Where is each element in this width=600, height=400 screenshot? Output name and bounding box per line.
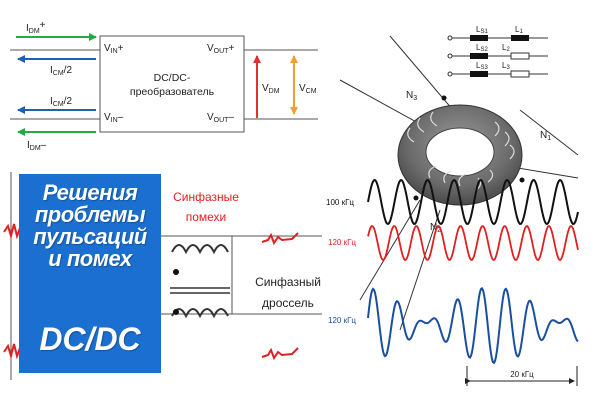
svg-text:L3: L3 bbox=[502, 61, 510, 71]
pointer-line-3 bbox=[519, 109, 579, 156]
toroid-figure: N3 N1 N2 LS1 L1 LS2 L2 bbox=[339, 25, 579, 331]
choke-dot-bottom bbox=[173, 309, 179, 315]
icm-top-label: ICM/2 bbox=[50, 65, 72, 77]
n3-label: N3 bbox=[406, 90, 417, 102]
box-title-line1: DC/DC- bbox=[154, 72, 191, 84]
n2-label: N2 bbox=[430, 222, 441, 234]
legend-row-3: LS3 L3 bbox=[447, 61, 548, 78]
pointer-line-6 bbox=[399, 209, 441, 331]
toroid-hole bbox=[425, 127, 495, 177]
banner-line-2: проблемы bbox=[34, 202, 146, 227]
label-120khz: 120 кГц bbox=[328, 238, 356, 247]
vin-minus-label: VIN– bbox=[104, 112, 124, 124]
converter-schematic: IDM+ ICM/2 ICM/2 IDM– VIN+ VIN– VOUT+ VO… bbox=[10, 20, 318, 152]
vcm-label: VCM bbox=[299, 83, 317, 95]
noise-left-top bbox=[3, 223, 21, 240]
choke-winding-top bbox=[171, 244, 229, 255]
toroid-dot-left bbox=[413, 195, 419, 201]
banner-line-3: пульсаций bbox=[33, 224, 147, 249]
toroid-dot-right bbox=[519, 177, 525, 183]
label-sum: 120 кГц bbox=[328, 316, 356, 325]
inductor-legend: LS1 L1 LS2 L2 LS3 L3 bbox=[447, 25, 548, 78]
toroid-dot-top bbox=[441, 95, 447, 101]
banner-line-1: Решения bbox=[42, 180, 138, 205]
svg-text:L1: L1 bbox=[515, 25, 523, 35]
banner-line-4: и помех bbox=[48, 246, 132, 271]
wave-120khz bbox=[367, 224, 579, 262]
toroid-windings bbox=[407, 111, 515, 191]
legend-row-1: LS1 L1 bbox=[447, 25, 548, 41]
noise-right-bottom bbox=[261, 347, 299, 361]
idm-minus-label: IDM– bbox=[27, 140, 47, 152]
noise-left-bottom bbox=[3, 343, 21, 360]
noise-label-line2: помехи bbox=[186, 210, 227, 224]
label-100khz: 100 кГц bbox=[326, 198, 354, 207]
vout-minus-label: VOUT– bbox=[207, 112, 234, 124]
choke-winding-bottom bbox=[171, 308, 229, 319]
choke-label-line1: Синфазный bbox=[255, 275, 321, 289]
svg-text:LS3: LS3 bbox=[476, 61, 488, 71]
title-banner: Решения проблемы пульсаций и помех DC/DC bbox=[19, 174, 161, 373]
idm-plus-label: IDM+ bbox=[26, 20, 46, 35]
converter-box bbox=[99, 35, 245, 133]
box-title-line2: преобразователь bbox=[130, 86, 215, 98]
vout-plus-label: VOUT+ bbox=[207, 43, 234, 55]
noise-right-top bbox=[261, 232, 299, 246]
svg-text:LS2: LS2 bbox=[476, 43, 488, 53]
waveforms: 100 кГц 120 кГц 120 кГц 20 кГц bbox=[326, 178, 579, 386]
svg-text:LS1: LS1 bbox=[476, 25, 488, 35]
vdm-label: VDM bbox=[262, 83, 280, 95]
choke-schematic: Синфазные помехи Синфазный дроссель bbox=[3, 172, 322, 380]
n1-label: N1 bbox=[540, 130, 551, 142]
svg-text:L2: L2 bbox=[502, 43, 510, 53]
choke-dot-top bbox=[173, 269, 179, 275]
icm-bottom-label: ICM/2 bbox=[50, 96, 72, 108]
choke-label-line2: дроссель bbox=[262, 296, 314, 310]
banner-dcdc: DC/DC bbox=[39, 321, 141, 357]
wave-sum bbox=[367, 286, 579, 365]
wave-100khz bbox=[367, 178, 579, 226]
noise-label-line1: Синфазные bbox=[173, 190, 239, 204]
vin-plus-label: VIN+ bbox=[104, 43, 124, 55]
legend-row-2: LS2 L2 bbox=[447, 43, 548, 60]
span-label: 20 кГц bbox=[510, 370, 534, 379]
